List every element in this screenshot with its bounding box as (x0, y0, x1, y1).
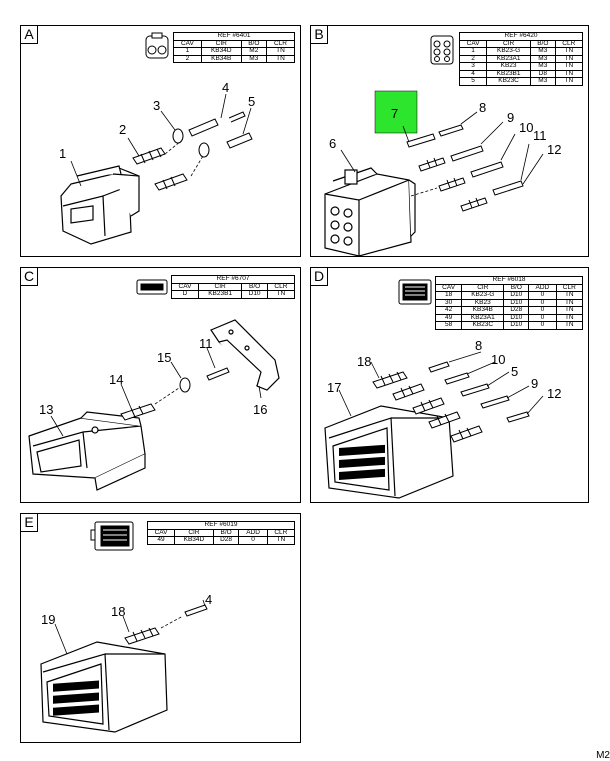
callout-7: 7 (391, 106, 398, 121)
leader-lines (70, 93, 252, 187)
callout-16: 16 (253, 402, 267, 417)
callout-11: 11 (199, 336, 213, 351)
callout-12: 12 (547, 386, 561, 401)
highlight-box (374, 90, 418, 134)
corner-mark: M2 (596, 750, 610, 761)
connector-face-icon (90, 521, 134, 551)
terminal (120, 403, 156, 421)
callout-1: 1 (59, 146, 66, 161)
terminal (406, 124, 524, 212)
connector-drawing-e: 18 4 19 (40, 521, 212, 733)
panel-letter: A (21, 26, 38, 44)
callout-2: 2 (119, 122, 126, 137)
callout-15: 15 (157, 350, 171, 365)
panel-letter: E (21, 514, 38, 532)
connector-body (60, 165, 140, 245)
cover (210, 319, 280, 391)
connector-drawing-a: 1 2 3 4 5 (59, 32, 255, 245)
callout-9: 9 (507, 110, 514, 125)
connector-face-icon (398, 279, 432, 305)
callout-18: 18 (111, 604, 125, 619)
callout-11: 11 (533, 128, 547, 143)
panel-letter: B (311, 26, 328, 44)
panel-letter: C (21, 268, 38, 286)
callout-5: 5 (248, 94, 255, 109)
connector-drawing-c: 14 15 11 13 16 (28, 279, 280, 491)
callout-14: 14 (109, 372, 123, 387)
seal (172, 128, 210, 158)
callout-10: 10 (491, 352, 505, 367)
connector-face-icon (430, 35, 454, 65)
connector-face-icon (136, 279, 168, 295)
leader-lines (54, 599, 206, 655)
callout-12: 12 (547, 142, 561, 157)
callout-17: 17 (327, 380, 341, 395)
callout-6: 6 (329, 136, 336, 151)
terminal (372, 361, 530, 443)
panel-letter: D (311, 268, 328, 286)
callout-19: 19 (41, 612, 55, 627)
callout-10: 10 (519, 120, 533, 135)
terminal (132, 147, 188, 191)
callout-4: 4 (205, 592, 212, 607)
pin-grid (339, 444, 385, 481)
pin-grid (53, 680, 99, 716)
leader-lines (340, 111, 544, 197)
callout-8: 8 (475, 338, 482, 353)
callout-18: 18 (357, 354, 371, 369)
callout-4: 4 (222, 80, 229, 95)
callout-9: 9 (531, 376, 538, 391)
terminal (124, 604, 208, 645)
callout-5: 5 (511, 364, 518, 379)
connector-body (324, 167, 416, 257)
wire (188, 111, 253, 149)
wire (206, 367, 230, 381)
connector-drawing-b: 7 (324, 35, 561, 257)
seal (179, 377, 191, 393)
connector-face-icon (145, 32, 169, 59)
connector-drawing-d: 18 8 10 5 9 12 17 (324, 279, 561, 499)
callout-13: 13 (39, 402, 53, 417)
callout-3: 3 (153, 98, 160, 113)
callout-8: 8 (479, 100, 486, 115)
leader-lines (50, 347, 262, 437)
leader-lines (338, 351, 544, 417)
connector-body (28, 411, 146, 491)
